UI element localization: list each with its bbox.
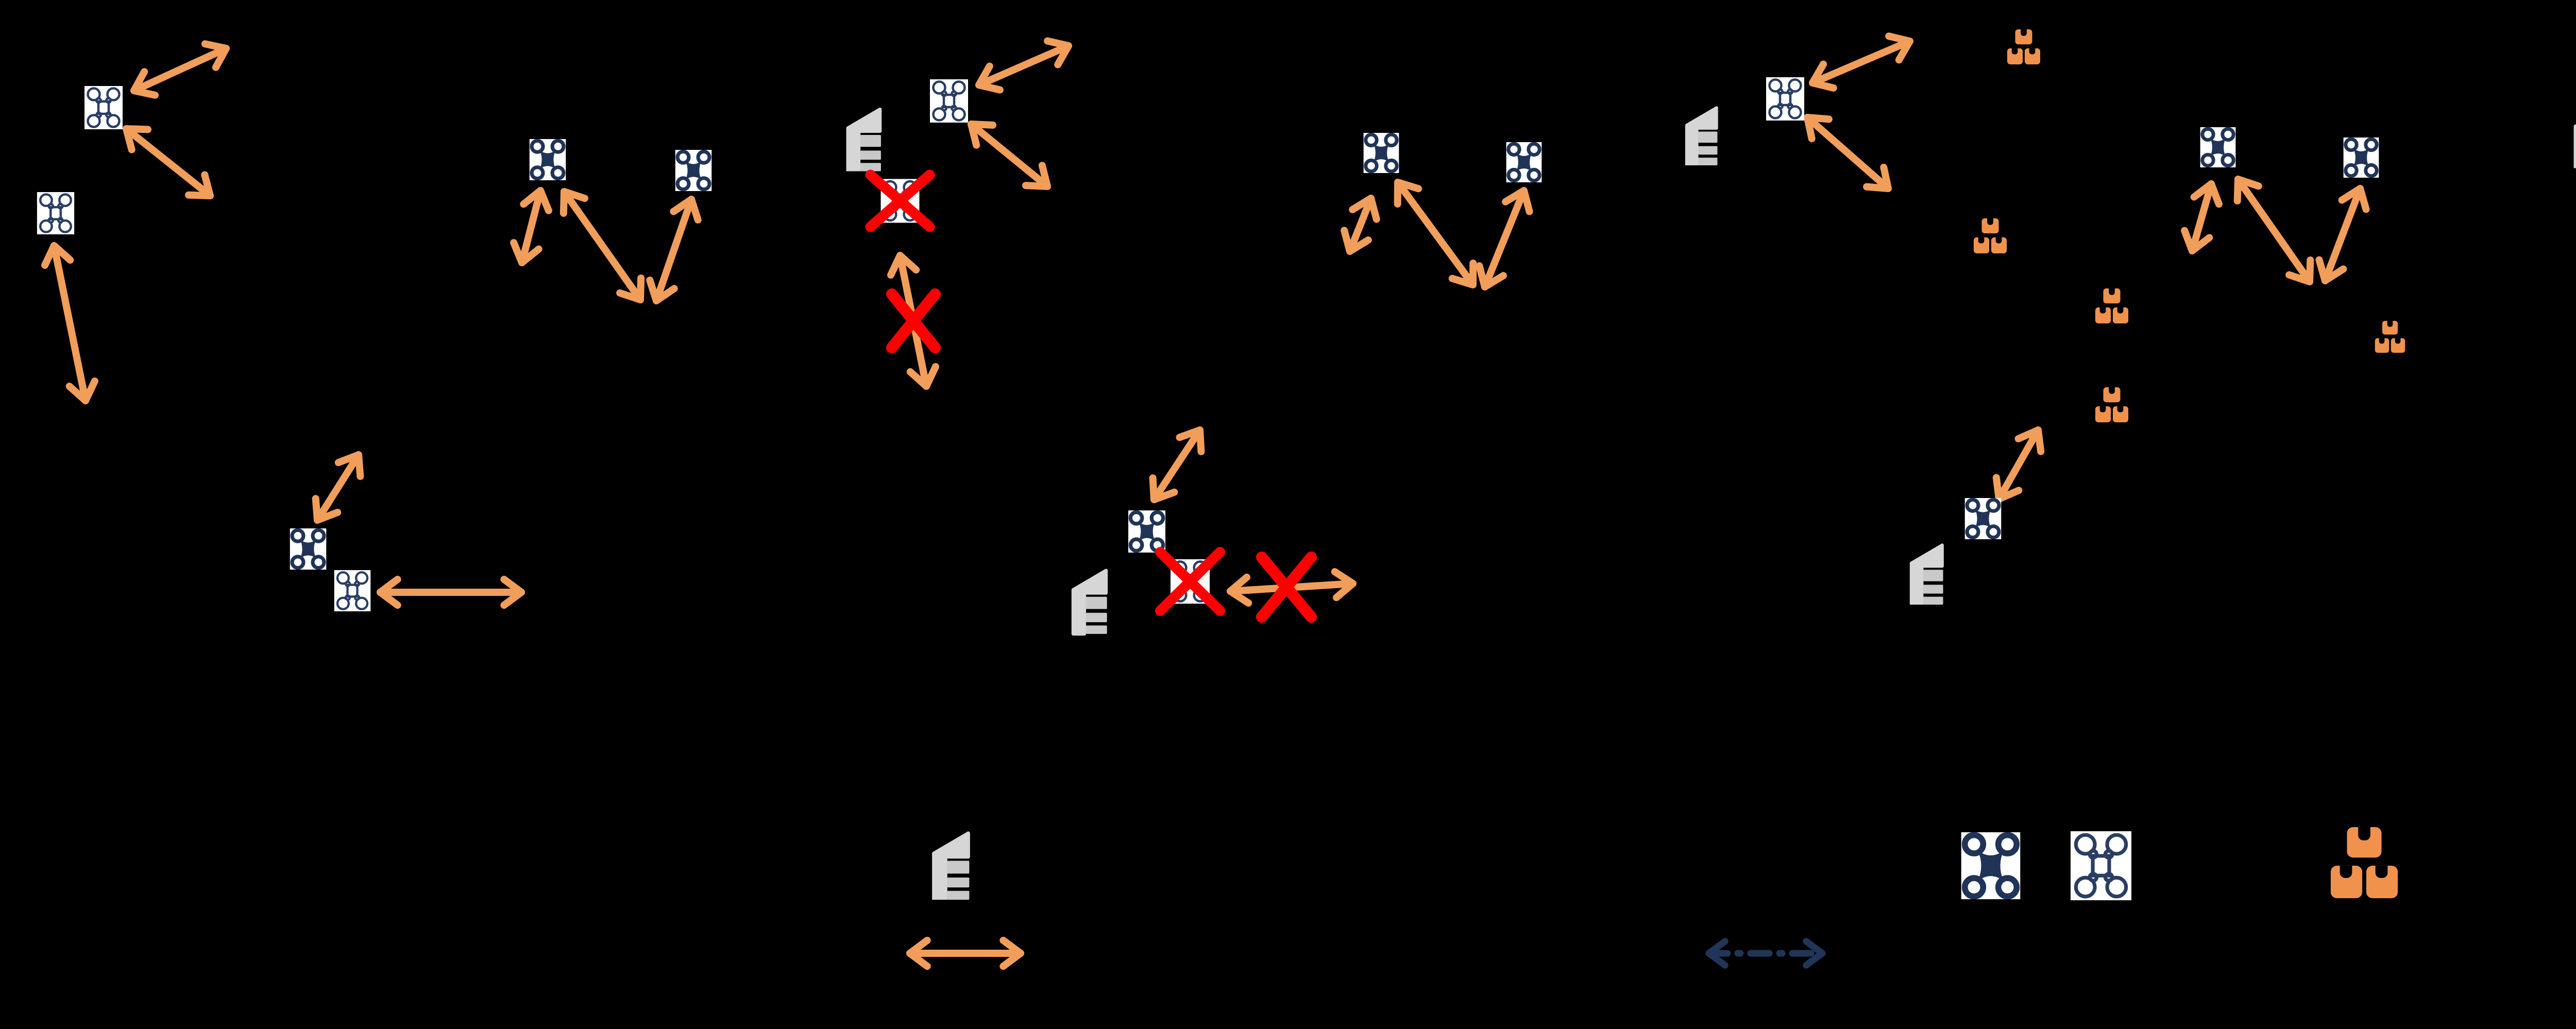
failure-x-icon — [1155, 547, 1225, 616]
panel-1-link-3 — [41, 242, 98, 404]
panel-2-link-5 — [1394, 179, 1477, 288]
failure-x-icon — [865, 169, 935, 232]
panel-3-hub-building-lower building-icon — [1911, 545, 1943, 605]
panel-3-package-stack-5 boxes-stacked-icon — [2375, 321, 2405, 353]
failure-marks-layer — [865, 169, 1317, 623]
panel-3-pair-drone-right drone-solid-icon — [2344, 138, 2379, 178]
panel-3-package-stack-3 boxes-stacked-icon — [2095, 288, 2129, 323]
panel-3-hub-building-top building-icon — [1687, 108, 1718, 165]
legend-packages-symbol boxes-stacked-icon — [2330, 827, 2398, 898]
links-layer — [41, 32, 2370, 609]
panel-2-lower-drone-solid drone-solid-icon — [1128, 510, 1165, 553]
panel-1-relay-drone-2 drone-outline-icon — [37, 192, 74, 234]
panel-1-link-4 — [510, 187, 552, 266]
panel-3-package-stack-2 boxes-stacked-icon — [1973, 218, 2007, 253]
failure-x-icon — [1256, 552, 1317, 623]
panel-2-relay-drone drone-outline-icon — [930, 79, 968, 123]
legend-reassignment-link-symbol — [1705, 938, 1826, 969]
panel-2-link-4 — [1341, 195, 1380, 255]
nodes-layer — [37, 29, 2576, 634]
panel-3-package-stack-1 boxes-stacked-icon — [2007, 29, 2040, 64]
panel-1-lower-drone-solid drone-solid-icon — [290, 528, 326, 570]
panel-1-link-5 — [560, 188, 645, 303]
panel-2-hub-building-top building-icon — [848, 109, 881, 172]
panel-1-relay-drone-1 drone-outline-icon — [84, 86, 123, 129]
panel-1-link-2 — [123, 125, 214, 199]
panel-3-link-1 — [1809, 32, 1913, 92]
legend-building-symbol building-icon — [934, 833, 969, 900]
panel-1-link-8 — [377, 575, 525, 609]
panel-3-pair-drone-left drone-solid-icon — [2200, 127, 2236, 167]
panel-1-link-1 — [130, 40, 230, 99]
panel-1-links — [41, 40, 702, 609]
panel-2-link-1 — [975, 37, 1072, 94]
panel-2-link-6 — [1476, 187, 1533, 290]
panel-2-link-2 — [968, 121, 1051, 190]
panel-3-links — [1804, 32, 2370, 503]
panel-3-package-stack-4 boxes-stacked-icon — [2095, 387, 2129, 422]
panel-3-link-5 — [2315, 185, 2370, 284]
panel-3-link-4 — [2233, 176, 2314, 285]
legend-communication-link-symbol — [906, 936, 1024, 970]
panel-3-link-3 — [2181, 180, 2223, 254]
panel-1-link-7 — [312, 451, 364, 524]
legend-drone-outline-symbol drone-outline-icon — [2071, 831, 2131, 900]
panel-2-link-7 — [1149, 426, 1205, 503]
panel-3-relay-drone drone-outline-icon — [1766, 77, 1804, 121]
legend — [906, 827, 2398, 970]
panel-3-link-2 — [1804, 114, 1892, 192]
panel-3-link-6 — [1992, 426, 2045, 503]
panel-3-lower-drone-solid drone-solid-icon — [1965, 498, 2001, 539]
panel-2-pair-drone-left drone-solid-icon — [1364, 133, 1399, 173]
panel-2-links — [887, 37, 1533, 607]
failure-x-icon — [886, 288, 941, 353]
panel-1-pair-drone-left drone-solid-icon — [530, 139, 566, 180]
legend-drone-solid-symbol drone-solid-icon — [1961, 832, 2021, 899]
panel-1-pair-drone-right drone-solid-icon — [675, 150, 711, 191]
panel-2-hub-building-lower building-icon — [1073, 571, 1107, 634]
panel-1-lower-drone-outline drone-outline-icon — [334, 570, 370, 611]
panel-1-link-6 — [646, 196, 702, 304]
panel-2-pair-drone-right drone-solid-icon — [1506, 142, 1542, 182]
